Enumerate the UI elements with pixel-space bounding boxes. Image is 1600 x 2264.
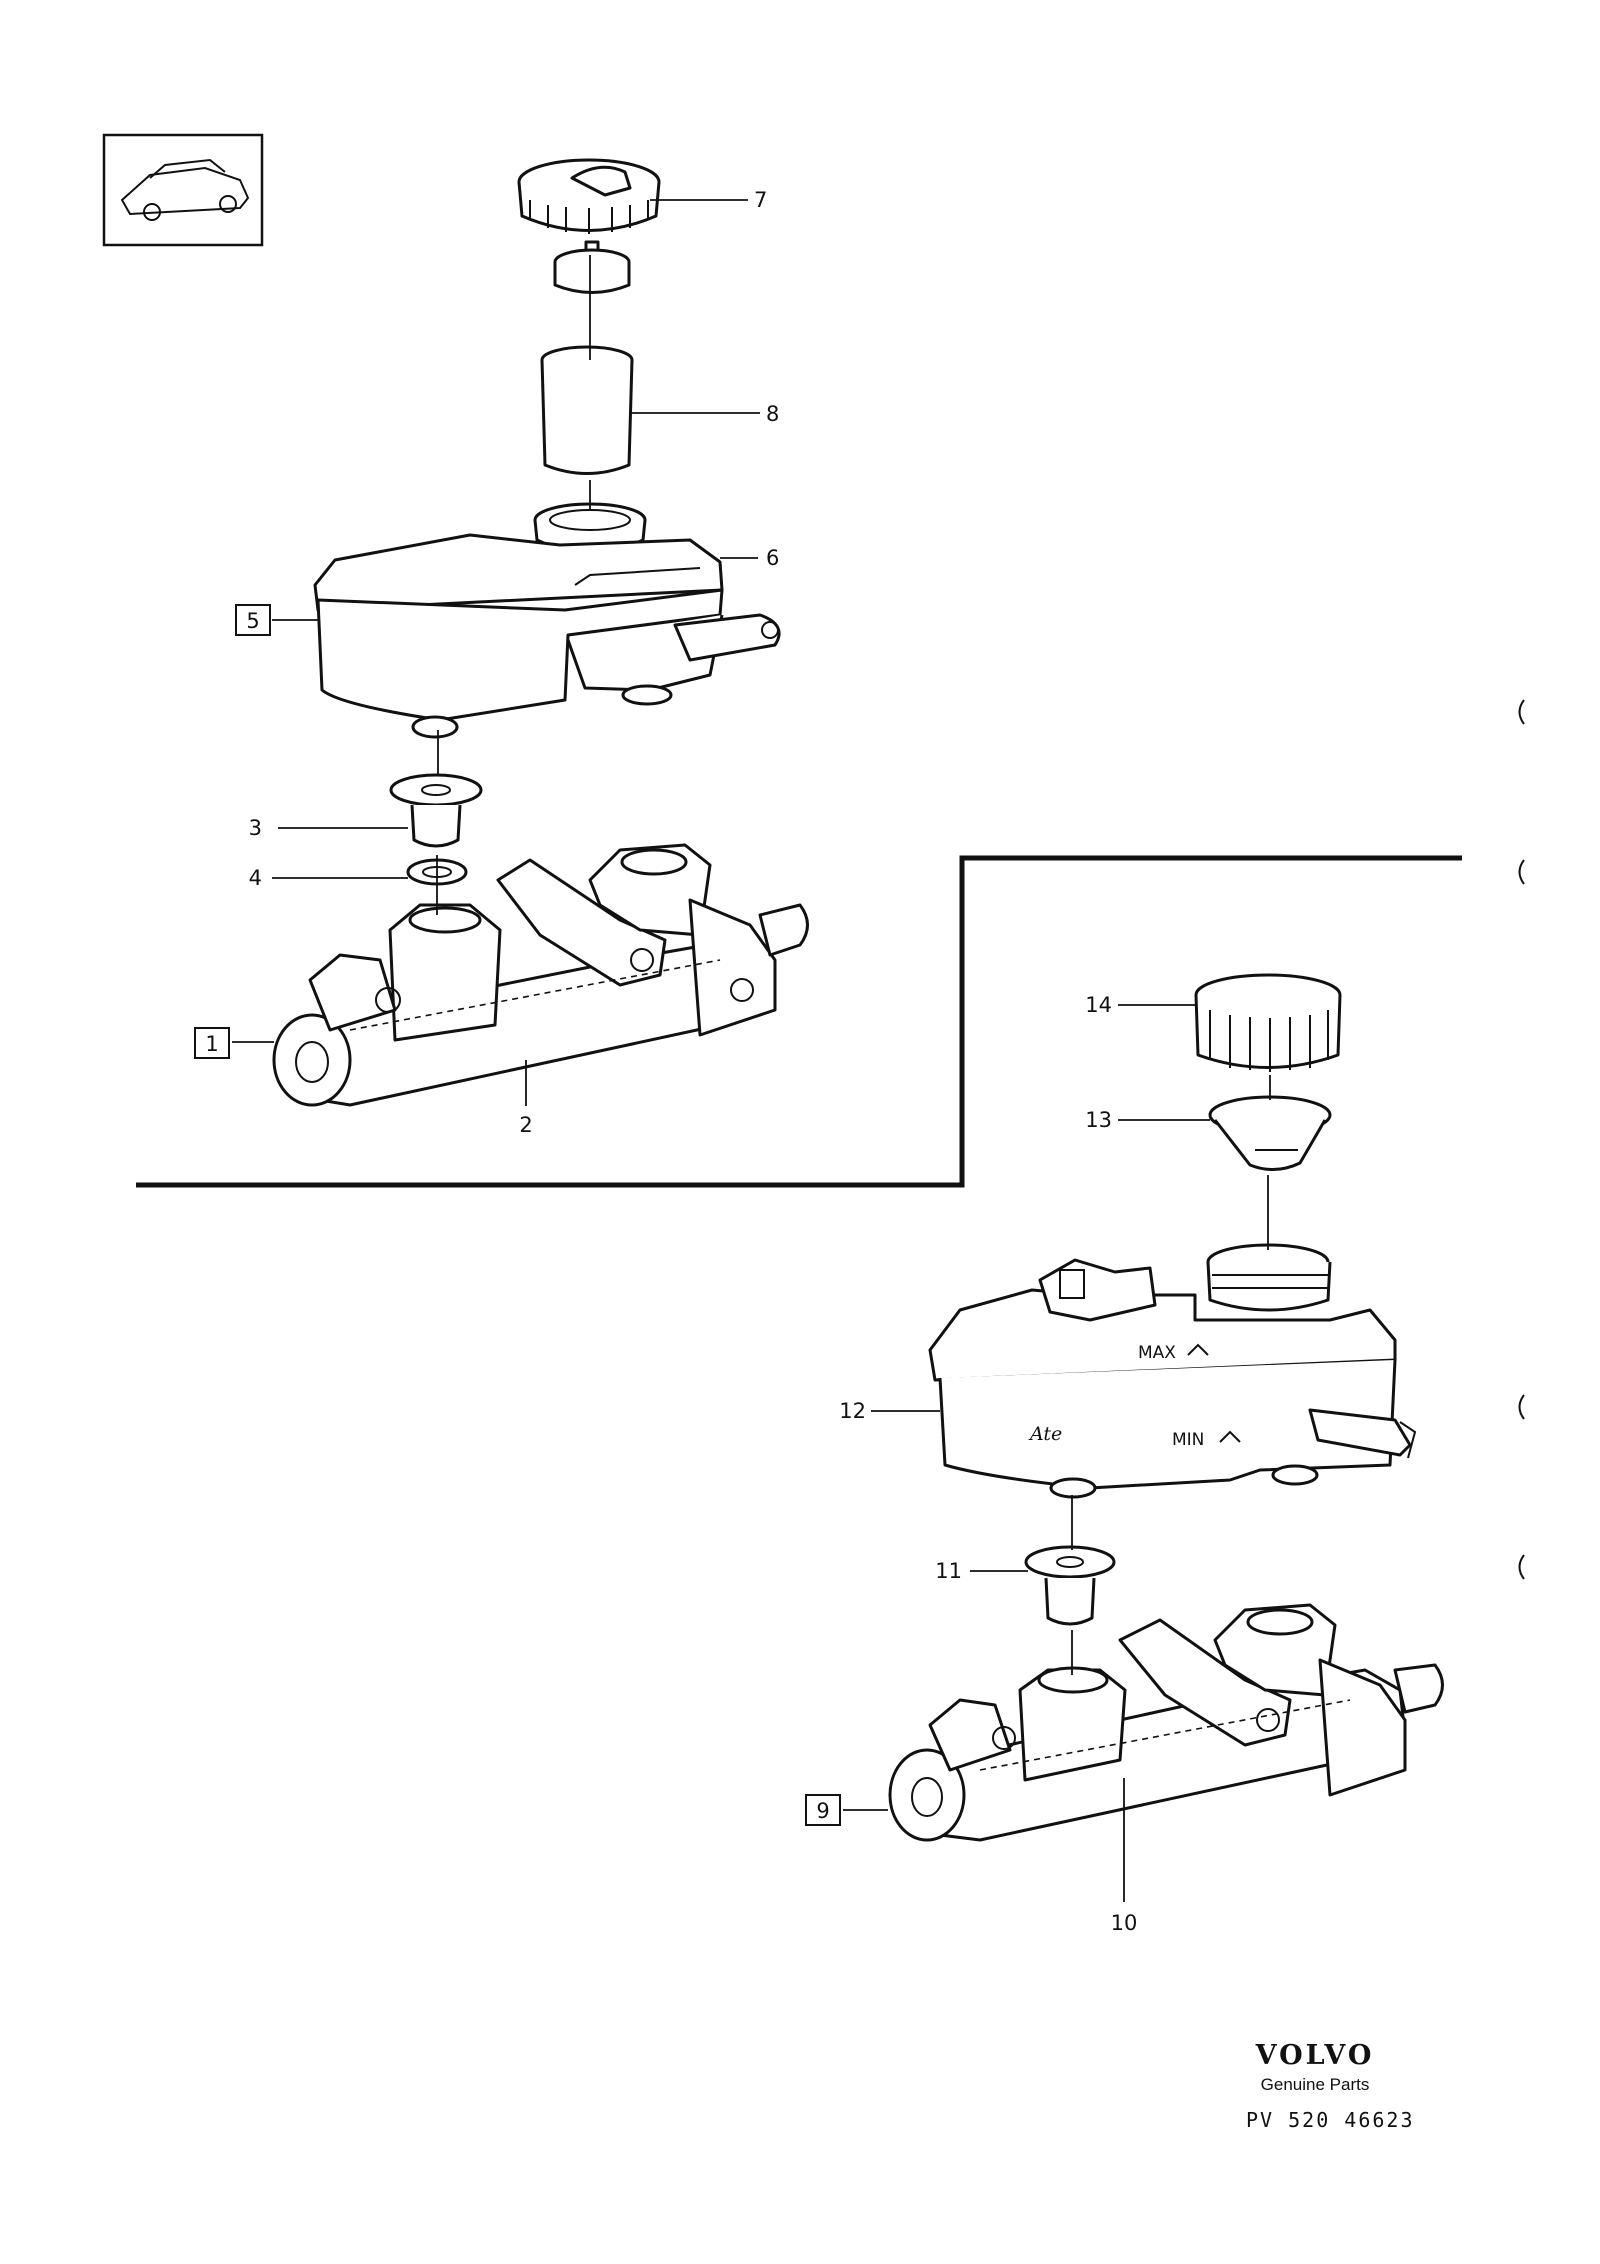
ate-logo: Ate	[1028, 1423, 1062, 1445]
callout-p14: 14	[1085, 993, 1112, 1017]
callout-p4: 4	[249, 866, 262, 890]
binder-marks	[1518, 699, 1525, 1580]
master-cylinder-upper	[272, 843, 809, 1107]
section-divider	[136, 855, 1462, 1188]
diagram-reference-code: PV 520 46623	[1246, 2108, 1415, 2132]
callout-p2: 2	[519, 1113, 532, 1137]
assembly-axis-lines	[436, 255, 1271, 1675]
grommet-lower	[1024, 1545, 1116, 1626]
callout-p9: 9	[805, 1794, 841, 1826]
callout-p13: 13	[1085, 1108, 1112, 1132]
strainer-insert	[540, 345, 634, 475]
vehicle-thumbnail	[102, 133, 264, 247]
master-cylinder-lower	[888, 1603, 1444, 1842]
callout-p5: 5	[235, 604, 271, 636]
svg-text:5: 5	[246, 609, 259, 633]
callout-p8: 8	[766, 402, 779, 426]
callout-p3: 3	[249, 816, 262, 840]
brake-fluid-reservoir-lower	[928, 1243, 1417, 1499]
brand-block: VOLVO Genuine Parts	[1210, 2040, 1420, 2095]
brand-tagline: Genuine Parts	[1260, 2075, 1370, 2094]
brand-logo-text: VOLVO	[1255, 2040, 1375, 2071]
reservoir-cap-top	[517, 158, 661, 256]
callout-p7: 7	[754, 188, 767, 212]
leader-lines	[232, 199, 1210, 1902]
reservoir-max-mark: MAX	[1138, 1343, 1176, 1363]
reservoir-cap-bottom	[1194, 973, 1342, 1072]
brake-fluid-reservoir-upper	[313, 533, 781, 739]
callout-p11: 11	[935, 1559, 962, 1583]
grommet-upper	[389, 773, 483, 848]
reservoir-min-mark: MIN	[1172, 1430, 1204, 1450]
callout-p10: 10	[1111, 1911, 1138, 1935]
callout-p6: 6	[766, 546, 779, 570]
callout-p12: 12	[839, 1399, 866, 1423]
filter-plug	[553, 248, 631, 294]
svg-text:1: 1	[205, 1032, 218, 1056]
callout-p1: 1	[194, 1027, 230, 1059]
funnel-strainer	[1208, 1095, 1332, 1171]
svg-text:9: 9	[816, 1799, 829, 1823]
